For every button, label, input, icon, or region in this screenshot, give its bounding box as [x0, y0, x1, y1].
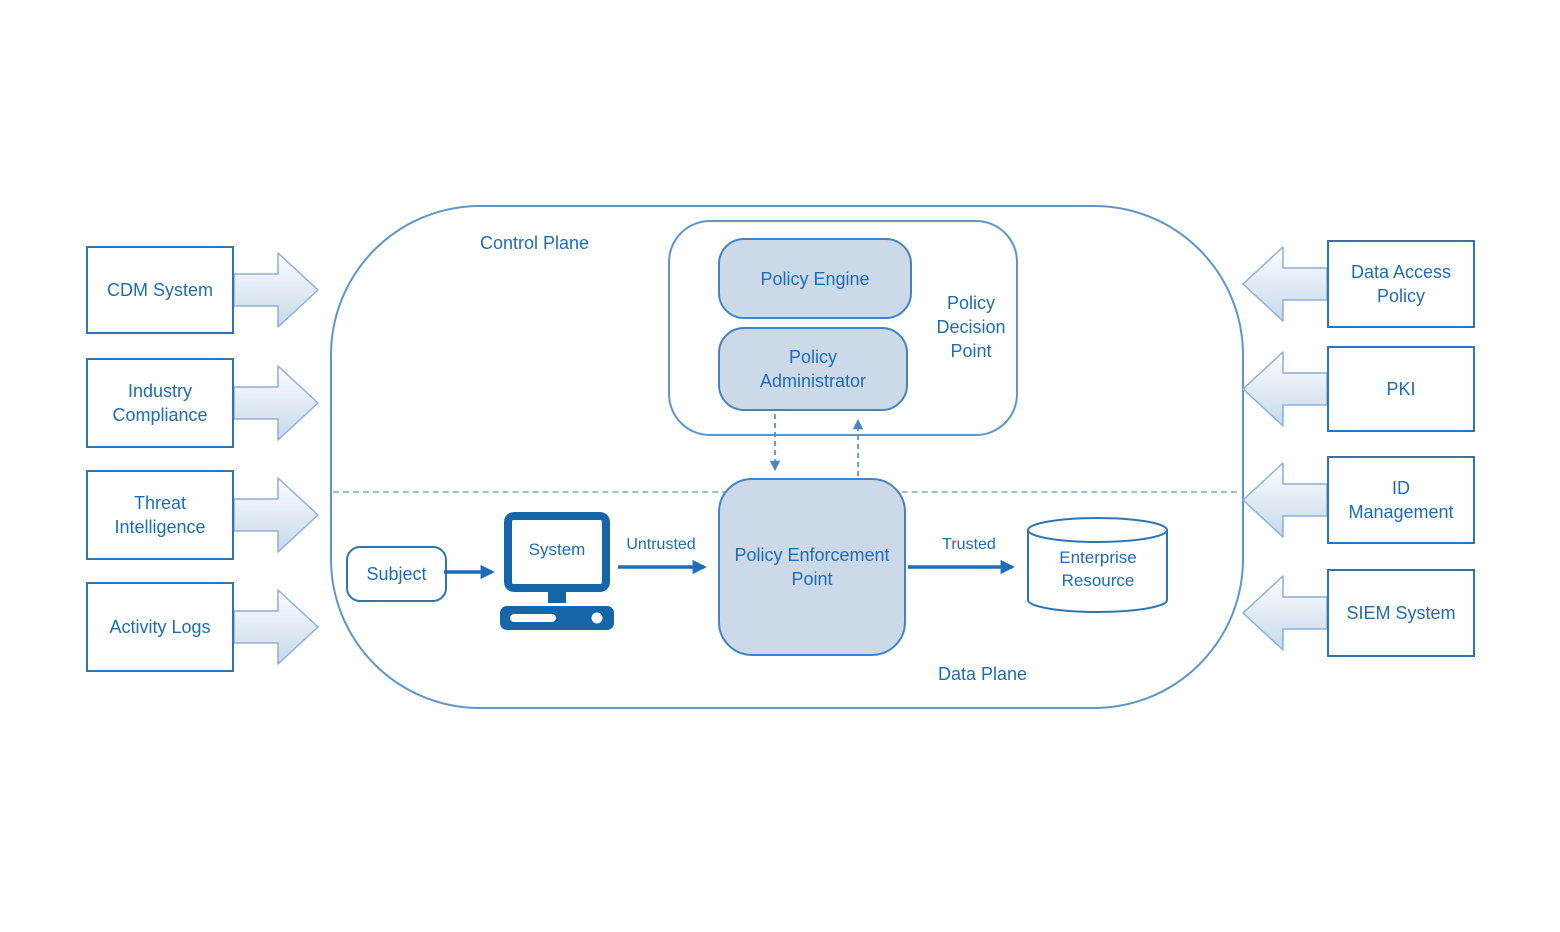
system-label: System: [528, 540, 586, 559]
id-management-label: ID Management: [1348, 478, 1454, 522]
siem-system-label: SIEM System: [1346, 603, 1456, 623]
threat-intelligence-label: Threat Intelligence: [114, 493, 206, 537]
node-cdm-system: CDM System: [86, 246, 234, 334]
node-data-access-policy: Data Access Policy: [1327, 240, 1475, 328]
node-industry-compliance: Industry Compliance: [86, 358, 234, 448]
control-plane-label: Control Plane: [480, 233, 590, 253]
data-access-policy-label: Data Access Policy: [1350, 262, 1452, 306]
node-activity-logs: Activity Logs: [86, 582, 234, 672]
trusted-label: Trusted: [942, 536, 996, 553]
threat-intelligence-arrow-icon: [234, 475, 320, 555]
enterprise-resource-cylinder: [1026, 516, 1169, 614]
node-siem-system: SIEM System: [1327, 569, 1475, 657]
subject-label: Subject: [366, 563, 427, 584]
system-computer-icon: [498, 510, 616, 632]
node-pki: PKI: [1327, 346, 1475, 432]
policy-decision-point-container: [668, 220, 1018, 436]
node-threat-intelligence: Threat Intelligence: [86, 470, 234, 560]
data-plane-label: Data Plane: [938, 664, 1028, 684]
industry-compliance-label: Industry Compliance: [112, 381, 208, 425]
industry-compliance-arrow-icon: [234, 363, 320, 443]
policy-engine-node: Policy Engine: [718, 238, 912, 319]
siem-system-arrow-icon: [1241, 573, 1327, 653]
cdm-system-arrow-icon: [234, 250, 320, 330]
activity-logs-label: Activity Logs: [109, 617, 211, 637]
node-id-management: ID Management: [1327, 456, 1475, 544]
trust-boundary-shape: [330, 205, 1244, 709]
policy-enforcement-point-label: Policy Enforcement Point: [734, 545, 890, 589]
id-management-arrow-icon: [1241, 460, 1327, 540]
activity-logs-arrow-icon: [234, 587, 320, 667]
untrusted-label: Untrusted: [626, 536, 696, 553]
enterprise-resource-label: Enterprise Resource: [1059, 548, 1137, 590]
pki-label: PKI: [1386, 379, 1416, 399]
policy-administrator-node: Policy Administrator: [718, 327, 908, 411]
policy-enforcement-point-node: Policy Enforcement Point: [718, 478, 906, 656]
pki-arrow-icon: [1241, 349, 1327, 429]
policy-decision-point-label: Policy Decision Point: [936, 293, 1006, 361]
policy-administrator-label: Policy Administrator: [759, 347, 867, 391]
cdm-system-label: CDM System: [106, 280, 213, 300]
policy-engine-label: Policy Engine: [760, 268, 870, 289]
subject-node: Subject: [346, 546, 447, 602]
data-access-policy-arrow-icon: [1241, 244, 1327, 324]
